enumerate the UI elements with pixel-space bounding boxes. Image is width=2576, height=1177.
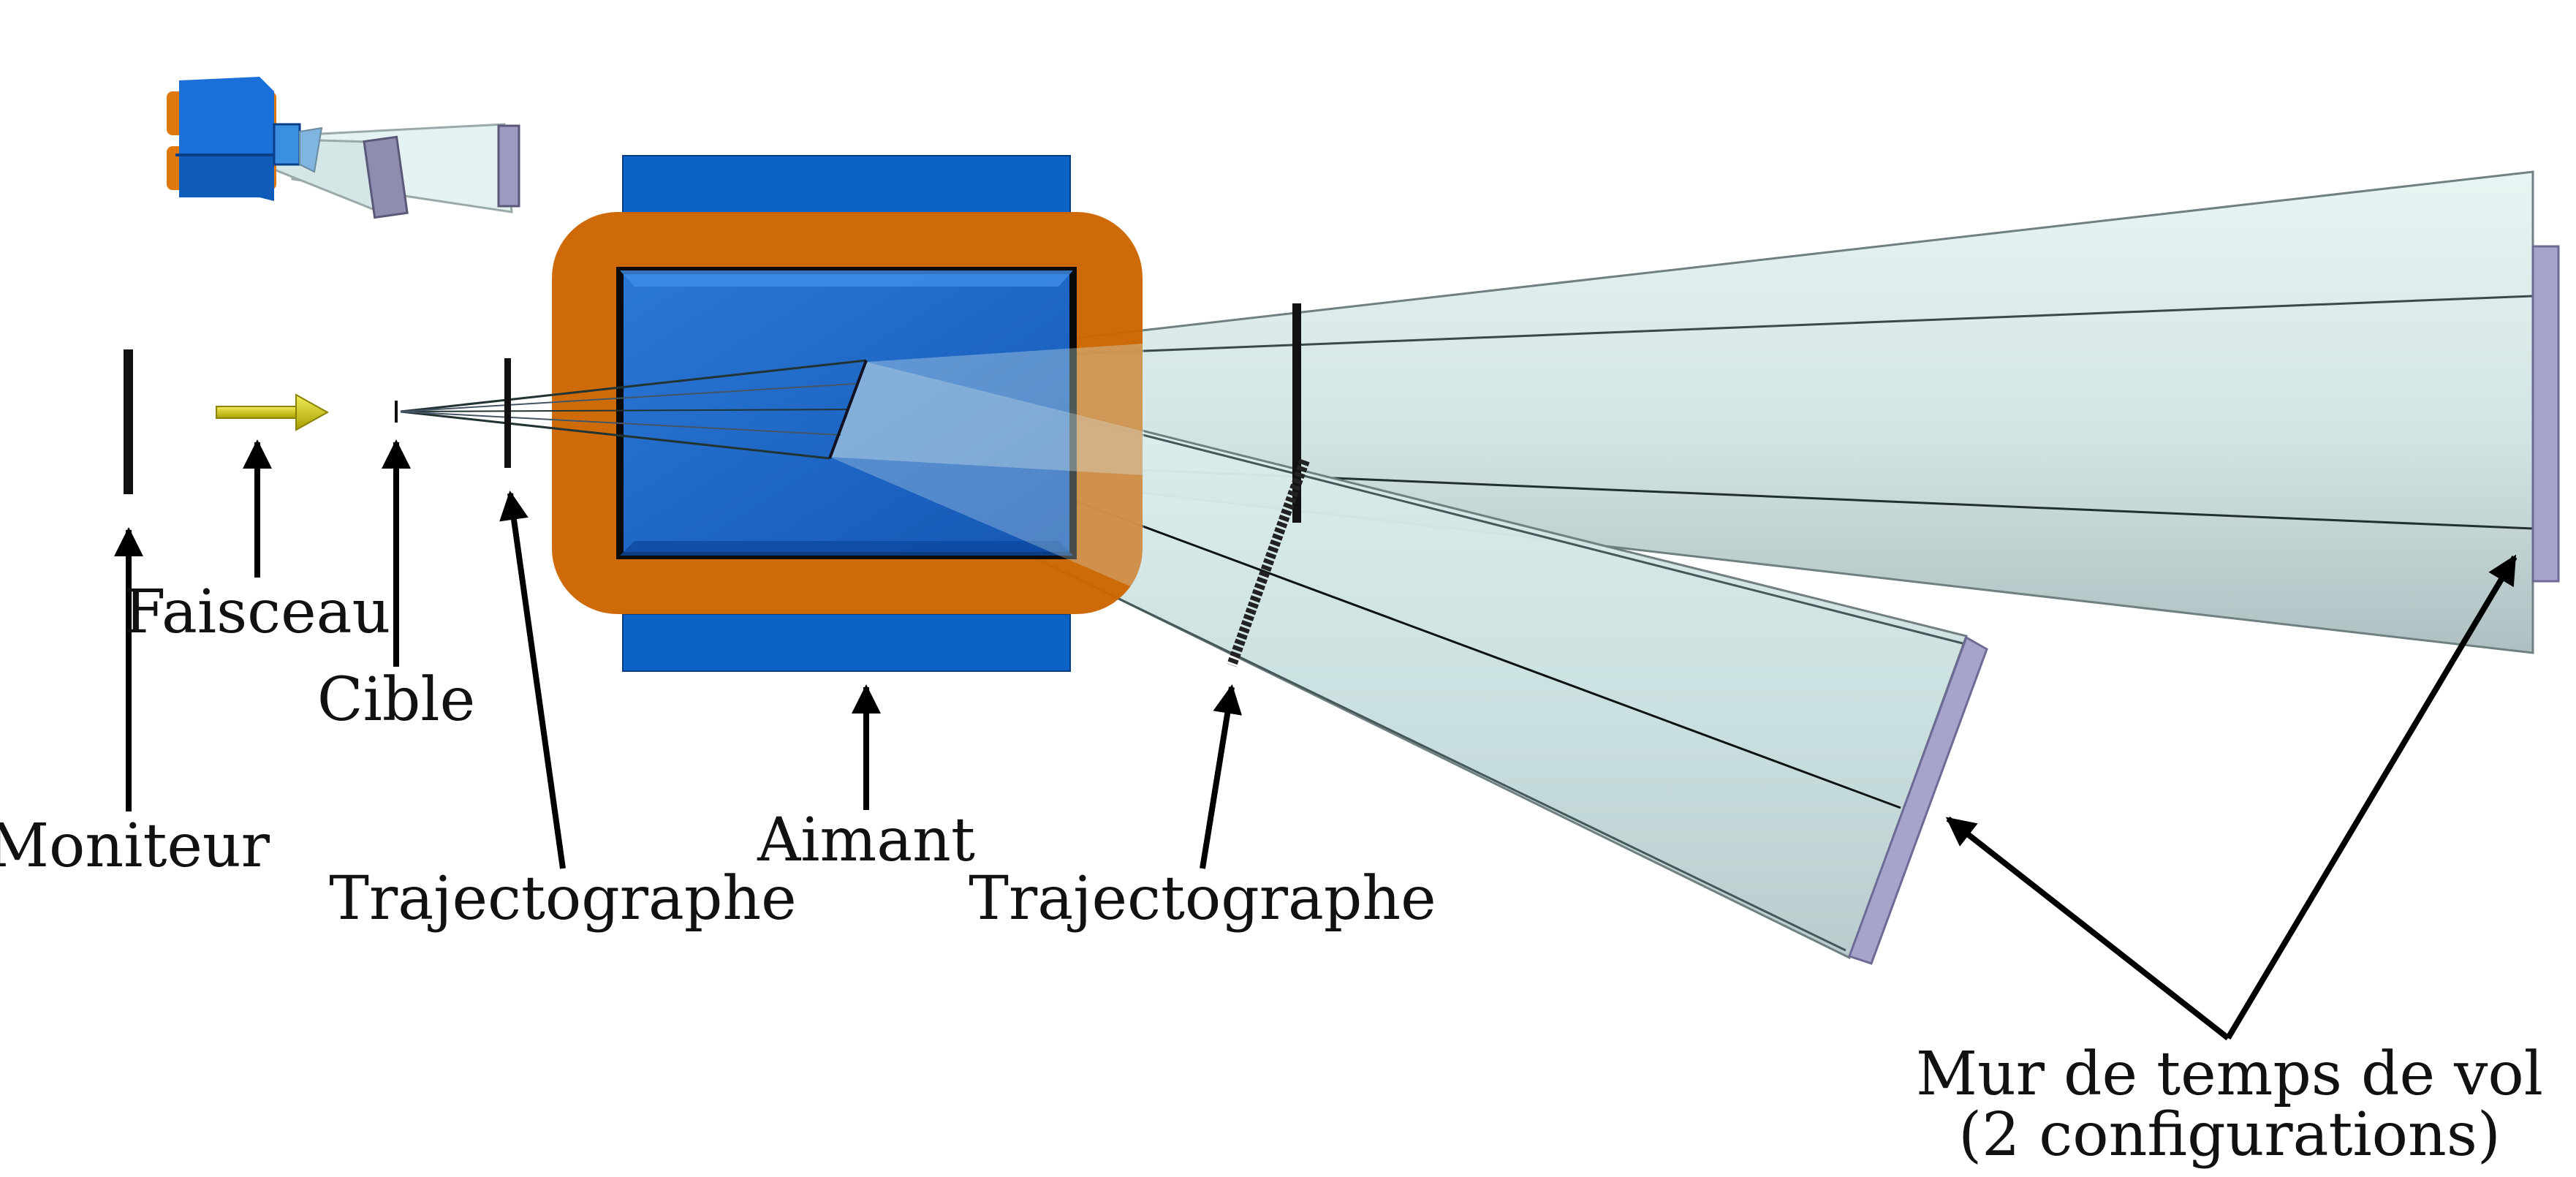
label-tracker-upstream: Trajectographe [329, 864, 796, 934]
target [395, 401, 398, 423]
label-beam: Faisceau [124, 578, 391, 647]
tracker-upstream-pointer [499, 491, 566, 869]
pointer-arrows [114, 439, 2518, 1041]
magnet-coil-top [622, 155, 1071, 213]
label-tof-wall-line2: (2 configurations) [1958, 1100, 2501, 1170]
tof-wall-right [2531, 245, 2560, 583]
beam-arrow-icon [216, 393, 330, 431]
setup-3d-thumbnail-icon [167, 77, 520, 219]
label-magnet: Aimant [757, 806, 975, 875]
label-tof-wall-line1: Mur de temps de vol [1916, 1040, 2543, 1109]
tof-wall-lower-pointer [1945, 816, 2230, 1041]
magnet-coil-bottom [622, 613, 1071, 672]
tof-wall-right-pointer [2225, 554, 2518, 1040]
tracker-downstream-pointer [1200, 684, 1243, 869]
label-monitor: Moniteur [0, 811, 270, 881]
tof-wall-lower [1848, 635, 1988, 965]
label-target: Cible [317, 665, 475, 735]
tracker-downstream-tilted [1227, 458, 1310, 667]
particle-tracks [400, 359, 868, 460]
label-tracker-downstream: Trajectographe [969, 864, 1436, 934]
monitor-detector [124, 349, 133, 494]
tracker-upstream [504, 358, 511, 468]
